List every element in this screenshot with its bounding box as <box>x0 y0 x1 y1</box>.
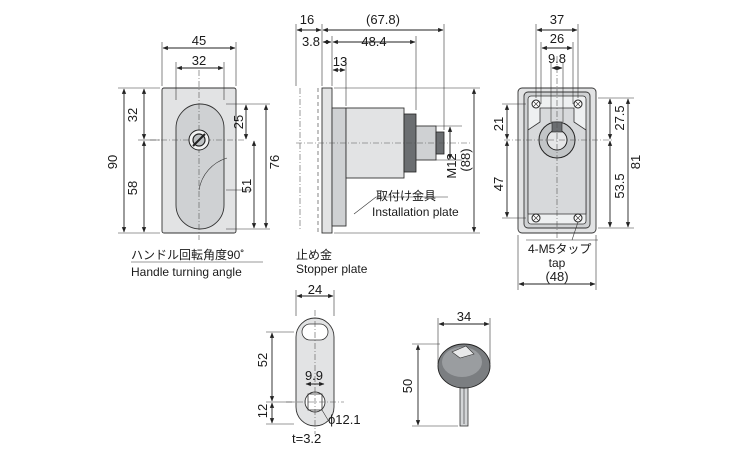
stopper-label-jp: 止め金 <box>296 247 332 262</box>
side-view: 16 (67.8) 3.8 48.4 13 M12 (88) 取付け金具 Ins… <box>295 12 480 276</box>
dim-50: 50 <box>400 379 415 393</box>
key-view: 34 50 <box>400 309 491 427</box>
stopper-label-en: Stopper plate <box>296 262 368 276</box>
dim-21: 21 <box>491 117 506 131</box>
dim-88: (88) <box>458 148 473 171</box>
dim-25: 25 <box>231 115 246 129</box>
dim-67-8: (67.8) <box>366 12 400 27</box>
install-plate-jp: 取付け金具 <box>376 188 436 203</box>
key-cylinder-icon <box>188 129 210 151</box>
dim-26: 26 <box>550 31 564 46</box>
dim-81: 81 <box>628 155 643 169</box>
back-view: 37 26 9.8 21 47 27.5 53.5 81 4-M5タップ tap… <box>491 12 643 290</box>
dim-24: 24 <box>308 282 322 297</box>
dim-thickness: t=3.2 <box>292 431 321 446</box>
dim-9-8: 9.8 <box>548 51 566 66</box>
dim-12: 12 <box>255 404 270 418</box>
mounting-hole-icon <box>531 99 583 223</box>
dim-13: 13 <box>333 54 347 69</box>
dim-48-4: 48.4 <box>361 34 386 49</box>
dim-53-5: 53.5 <box>612 173 627 198</box>
dim-27-5: 27.5 <box>612 105 627 130</box>
handle-note-jp: ハンドル回転角度90˚ <box>131 247 244 262</box>
dim-51: 51 <box>239 179 254 193</box>
dim-16: 16 <box>300 12 314 27</box>
dim-34: 34 <box>457 309 471 324</box>
dim-47: 47 <box>491 177 506 191</box>
dim-3-8: 3.8 <box>302 34 320 49</box>
front-handle <box>175 103 225 230</box>
handle-note-en: Handle turning angle <box>131 265 242 279</box>
dim-45: 45 <box>192 33 206 48</box>
dim-48: (48) <box>545 269 568 284</box>
front-view: 45 32 90 32 58 25 51 76 ハンドル回転角度90˚ Hand… <box>105 33 282 279</box>
dim-37: 37 <box>550 12 564 27</box>
install-plate-en: Installation plate <box>372 205 459 219</box>
dim-90: 90 <box>105 155 120 169</box>
dim-52: 52 <box>255 353 270 367</box>
dim-58: 58 <box>125 181 140 195</box>
key-icon <box>437 343 491 427</box>
dim-9-9: 9.9 <box>305 368 323 383</box>
dim-32-height: 32 <box>125 108 140 122</box>
tap-note-jp: 4-M5タップ <box>528 242 591 256</box>
dim-76: 76 <box>267 155 282 169</box>
dim-phi-12-1: ϕ12.1 <box>328 412 361 427</box>
tap-note-en: tap <box>549 256 566 270</box>
dim-m12: M12 <box>444 153 459 178</box>
dim-32-width: 32 <box>192 53 206 68</box>
side-plate <box>321 87 333 234</box>
stopper-plate-side <box>331 107 347 227</box>
stopper-plate-view: 24 52 12 9.9 ϕ12.1 t=3.2 <box>255 282 361 446</box>
